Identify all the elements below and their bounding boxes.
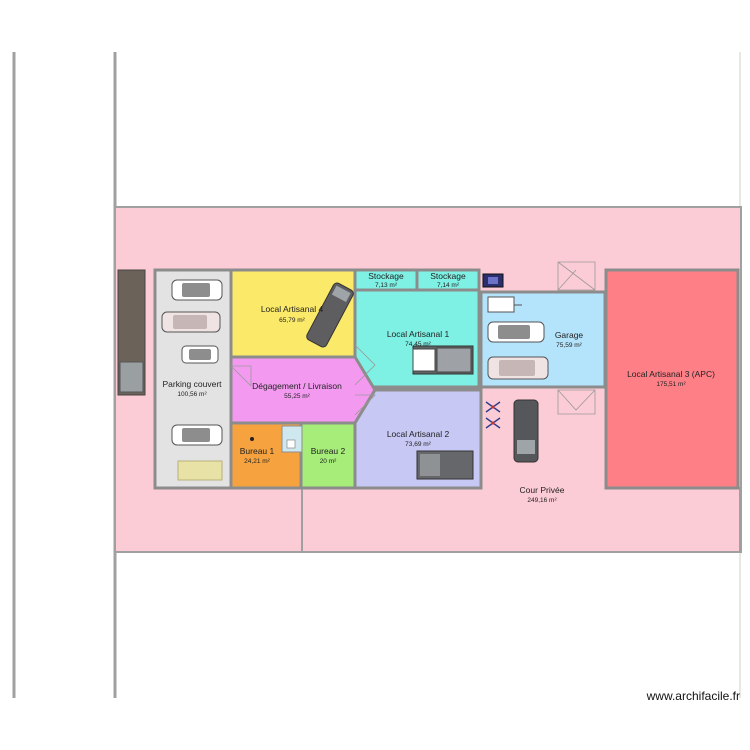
car-icon: [487, 356, 549, 380]
label-stock1: Stockage: [368, 271, 404, 281]
label-bureau2: Bureau 2: [311, 446, 346, 456]
truck-icon: [412, 345, 474, 375]
area-degagement: 55,25 m²: [284, 393, 310, 400]
label-degagement: Dégagement / Livraison: [252, 381, 342, 391]
cour-area: [482, 387, 606, 490]
watermark[interactable]: www.archifacile.fr: [646, 689, 740, 703]
area-parking: 100,56 m²: [177, 391, 207, 398]
truck-cab-icon: [119, 361, 144, 393]
label-cour: Cour Privée: [520, 485, 565, 495]
label-parking: Parking couvert: [162, 379, 222, 389]
area-stock2: 7,14 m²: [437, 282, 460, 289]
car-icon: [171, 424, 223, 446]
door-symbols: [230, 261, 596, 416]
area-local3: 175,51 m²: [656, 381, 686, 388]
bicycle-icon: [491, 405, 495, 425]
van-icon: [306, 282, 354, 348]
car-icon: [171, 279, 223, 301]
area-bureau1: 24,21 m²: [244, 458, 270, 465]
area-local4: 65,79 m²: [279, 317, 305, 324]
truck-icon: [416, 450, 474, 480]
label-stock2: Stockage: [430, 271, 466, 281]
area-stock1: 7,13 m²: [375, 282, 398, 289]
label-local2: Local Artisanal 2: [387, 429, 450, 439]
room-bureau1: [229, 421, 303, 490]
label-local1: Local Artisanal 1: [387, 329, 450, 339]
label-bureau1: Bureau 1: [240, 446, 275, 456]
car-icon: [161, 311, 221, 333]
room-parking: [153, 268, 233, 490]
toilet-icon: [286, 439, 296, 449]
room-local3: [604, 268, 740, 490]
area-cour: 249,16 m²: [527, 497, 557, 504]
room-bureau2: [299, 421, 357, 490]
area-local2: 73,69 m²: [405, 441, 431, 448]
van-icon: [513, 399, 539, 463]
quad-icon: [482, 273, 504, 288]
storage-rack: [177, 460, 223, 481]
area-garage: 75,59 m²: [556, 342, 582, 349]
label-local4: Local Artisanal 4: [261, 304, 324, 314]
car-icon: [487, 321, 545, 343]
label-garage: Garage: [555, 330, 584, 340]
label-local3: Local Artisanal 3 (APC): [627, 369, 715, 379]
cour-area: [301, 487, 741, 553]
area-bureau2: 20 m²: [320, 458, 337, 465]
marker-icon: [250, 437, 254, 441]
car-icon: [181, 345, 219, 364]
area-local1: 74,45 m²: [405, 341, 431, 348]
trailer-small-icon: [487, 296, 522, 313]
